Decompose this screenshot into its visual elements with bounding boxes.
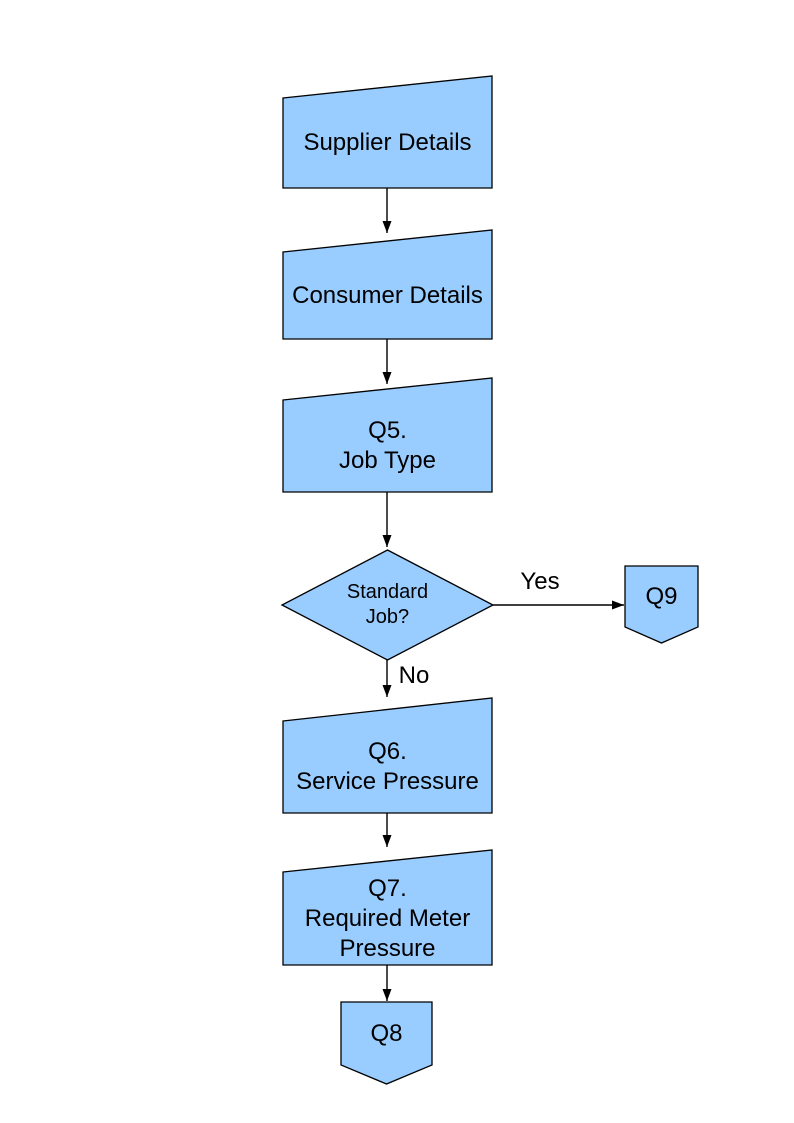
edge-label-no: No (398, 662, 430, 689)
manual-input-shape (282, 377, 493, 493)
edge-label-yes: Yes (520, 568, 560, 595)
node-label: Standard Job? (346, 581, 429, 628)
node-label: Q6. Service Pressure (296, 737, 479, 795)
node-label: Q8 (370, 1019, 403, 1047)
node-q8-offpage-connector: Q8 (340, 1001, 433, 1085)
decision-diamond-shape (280, 549, 495, 661)
offpage-connector-shape (624, 565, 699, 644)
node-label: Supplier Details (303, 129, 472, 156)
node-label: Q7. Required Meter Pressure (304, 874, 471, 962)
manual-input-shape (282, 849, 493, 966)
node-q6-service-pressure: Q6. Service Pressure (282, 697, 493, 814)
node-q5-job-type: Q5. Job Type (282, 377, 493, 493)
manual-input-shape (282, 697, 493, 814)
manual-input-shape (282, 229, 493, 340)
node-label: Consumer Details (292, 281, 483, 309)
offpage-connector-shape (340, 1001, 433, 1085)
node-label: Q9 (645, 582, 678, 610)
node-q7-required-meter-pressure: Q7. Required Meter Pressure (282, 849, 493, 966)
node-standard-job-decision: Standard Job? (280, 549, 495, 661)
node-q9-offpage-connector: Q9 (624, 565, 699, 644)
node-consumer-details: Consumer Details (282, 229, 493, 340)
manual-input-shape (282, 75, 493, 189)
node-supplier-details: Supplier Details (282, 75, 493, 189)
node-label: Q5. Job Type (339, 417, 436, 474)
